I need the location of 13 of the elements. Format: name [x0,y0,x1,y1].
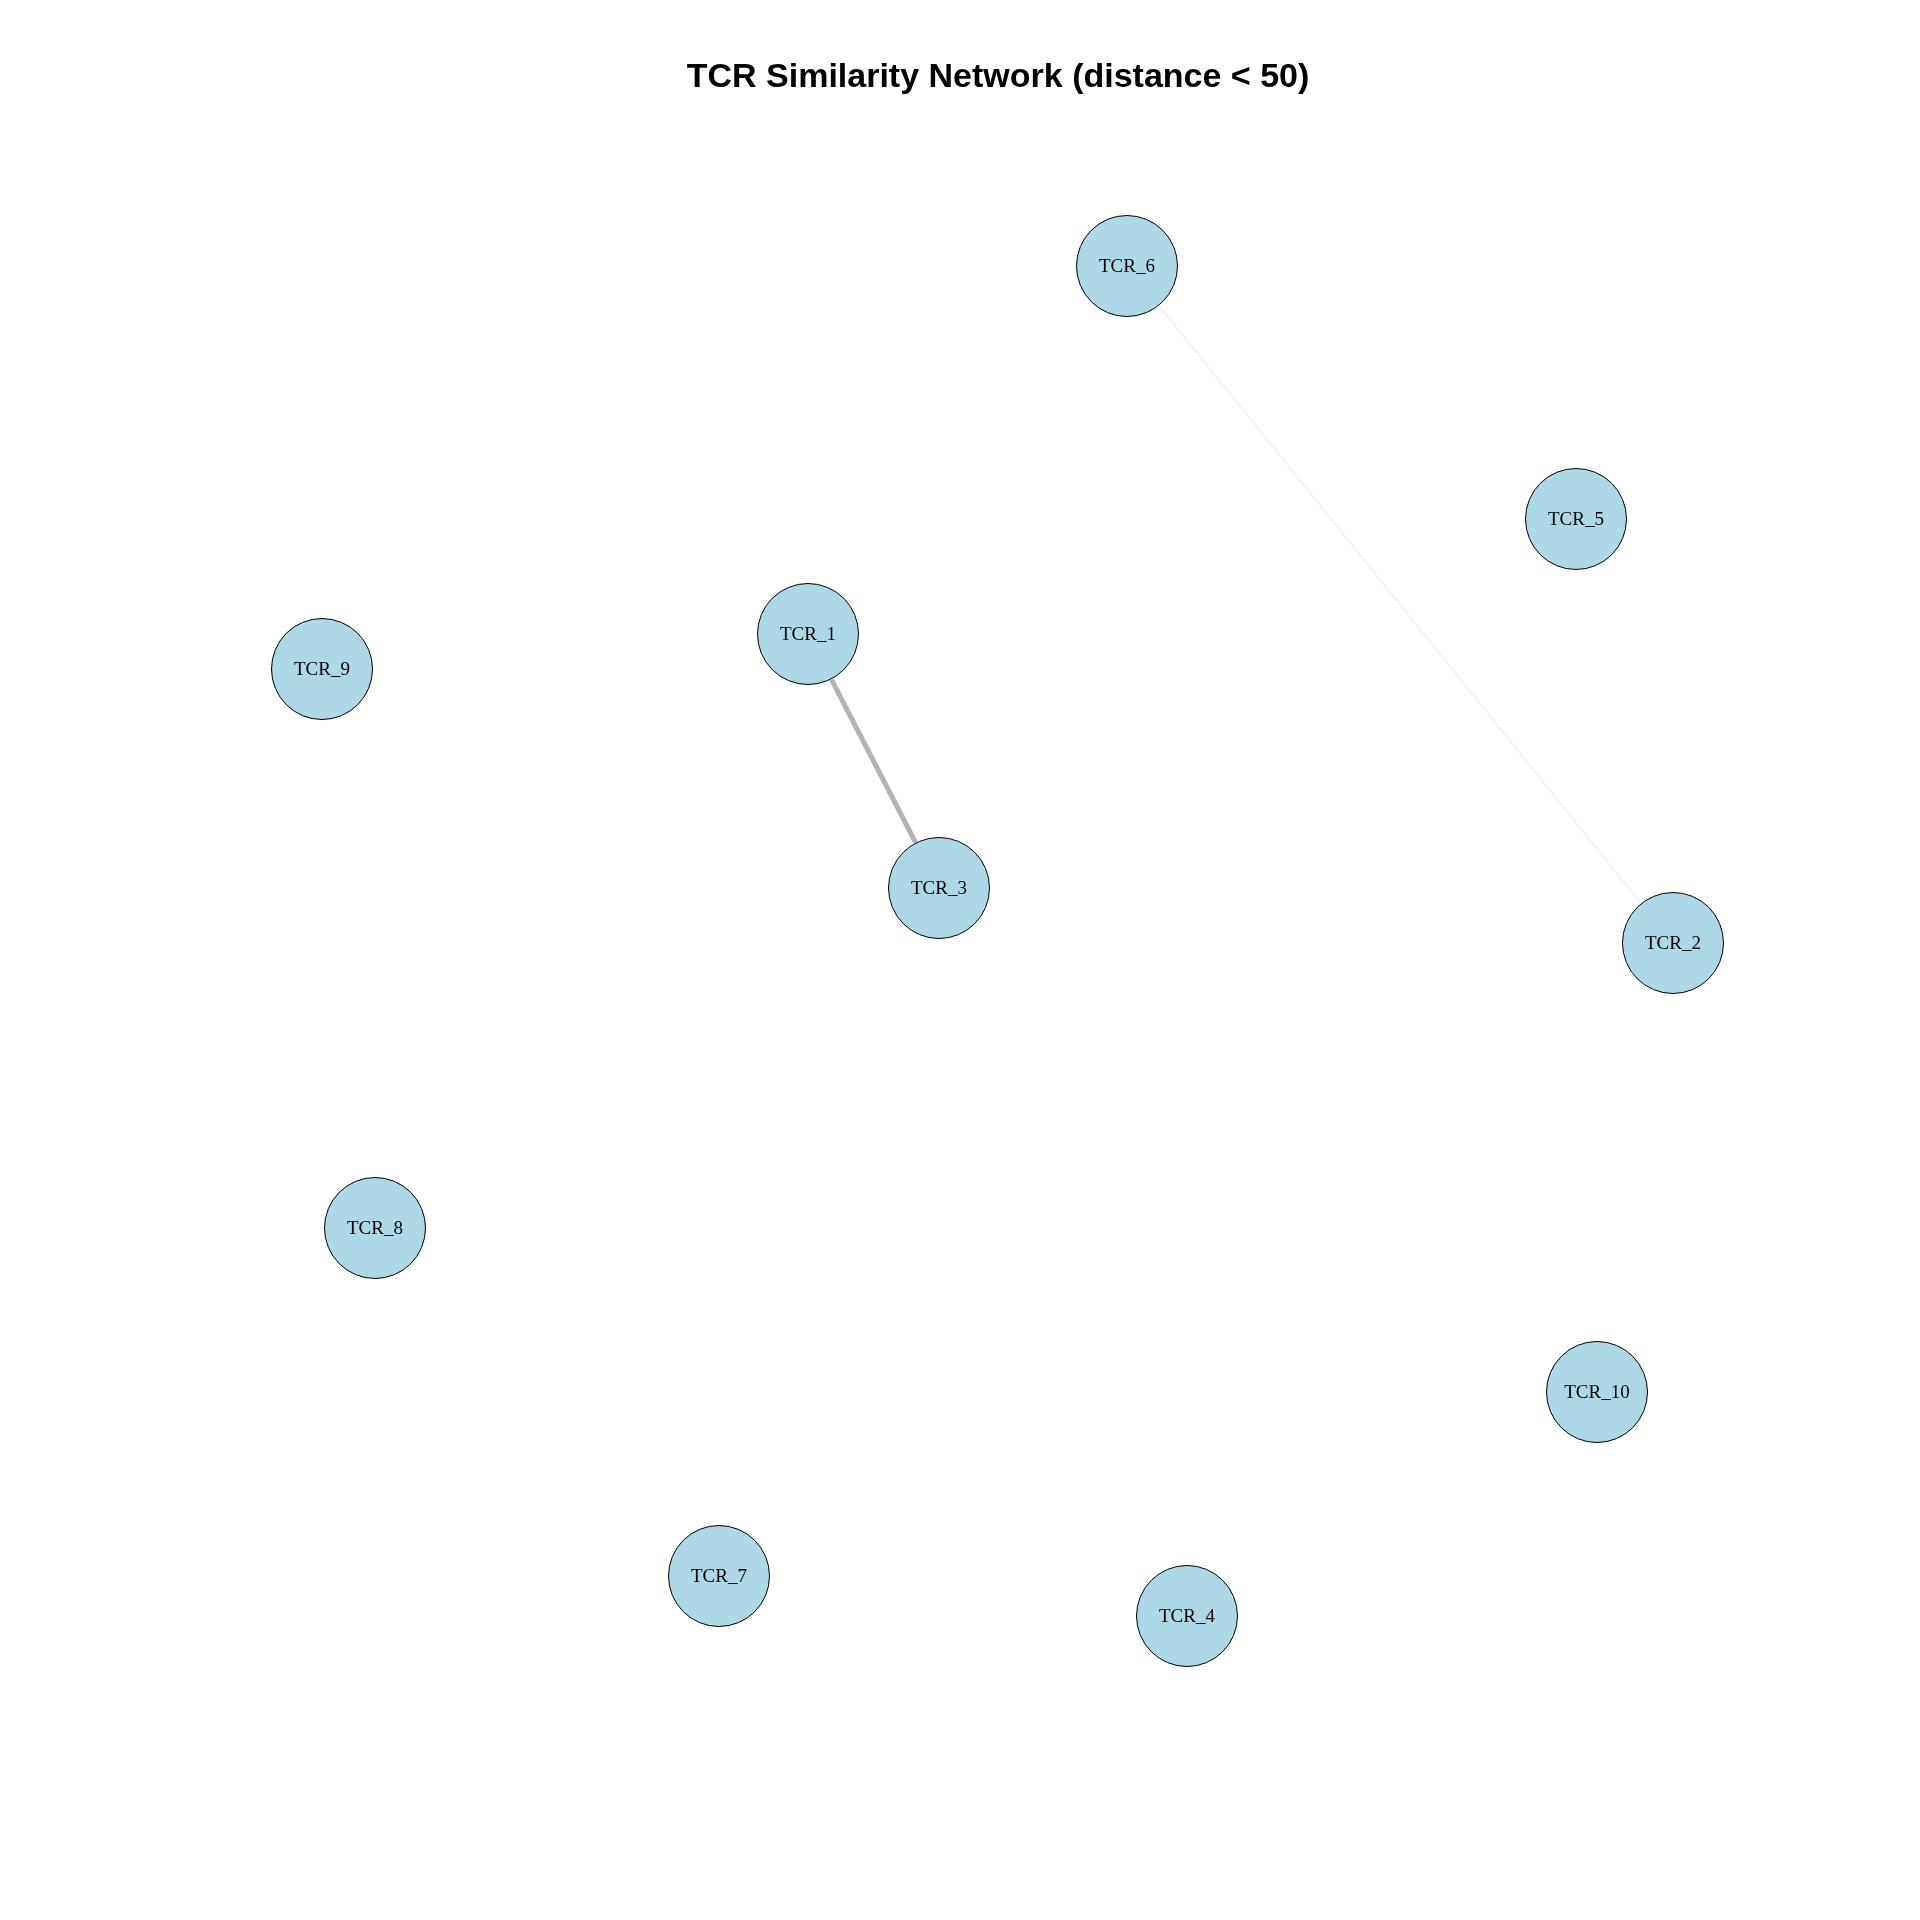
node-label: TCR_4 [1159,1605,1215,1627]
node-label: TCR_2 [1645,932,1701,954]
network-edge [829,678,918,844]
node-label: TCR_5 [1548,508,1604,530]
network-edge [1158,304,1642,905]
node-label: TCR_1 [780,623,836,645]
node-label: TCR_7 [691,1565,747,1587]
node-label: TCR_9 [294,658,350,680]
node-label: TCR_10 [1564,1381,1630,1403]
node-label: TCR_6 [1099,255,1155,277]
chart-title: TCR Similarity Network (distance < 50) [686,56,1310,95]
node-label: TCR_8 [347,1217,403,1239]
node-label: TCR_3 [911,877,967,899]
